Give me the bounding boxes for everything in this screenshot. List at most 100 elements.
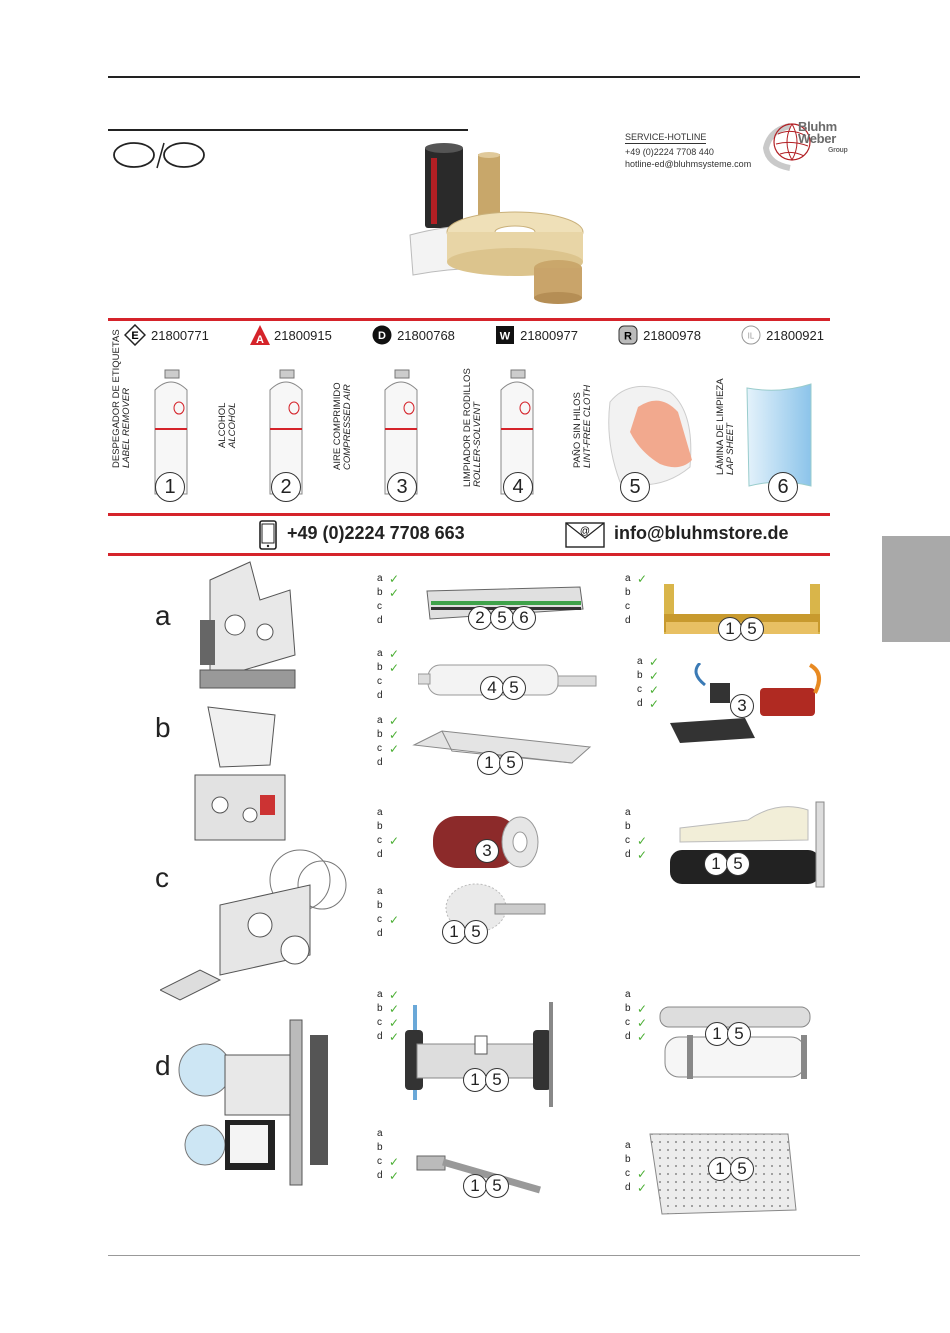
check-row-letter: c [377, 914, 382, 925]
check-row-letter: a [637, 656, 643, 667]
check-row-letter: b [377, 1142, 383, 1153]
svg-text:A: A [256, 334, 264, 346]
check-row-letter: c [377, 676, 382, 687]
svg-text:IL: IL [748, 332, 755, 341]
svg-text:E: E [131, 330, 138, 342]
supply-number-4: 4 [503, 472, 533, 502]
check-row-letter: b [377, 587, 383, 598]
checkmark-icon: ✓ [389, 1169, 400, 1183]
check-row-b: b [625, 820, 657, 834]
product-number-il: 21800921 [766, 327, 824, 343]
check-row-letter: b [625, 821, 631, 832]
square-w-icon: W [496, 326, 515, 344]
check-list: a✓b✓c✓d✓ [637, 655, 669, 711]
checkmark-icon: ✓ [389, 586, 400, 600]
machine-letter-b: b [155, 712, 171, 743]
check-row-d: d [625, 614, 657, 628]
check-row-c: c✓ [377, 834, 409, 848]
check-row-letter: b [625, 587, 631, 598]
checkmark-icon: ✓ [389, 714, 400, 728]
triangle-a-icon: A [250, 325, 271, 346]
ovals-icon [113, 142, 205, 169]
checkmark-icon: ✓ [389, 647, 400, 661]
phone-icon [259, 520, 277, 550]
checkmark-icon: ✓ [649, 655, 660, 669]
spray-can-icon [384, 369, 418, 495]
email-icon: @ [565, 522, 605, 548]
cloth-hand-icon [608, 385, 692, 486]
check-row-b: b✓ [377, 1002, 409, 1016]
check-row-letter: d [377, 1170, 383, 1181]
check-row-c: c✓ [637, 683, 669, 697]
check-row-d: d✓ [625, 848, 657, 862]
rounded-r-icon: R [618, 325, 638, 345]
check-row-d: d [377, 848, 409, 862]
check-row-c: c✓ [625, 834, 657, 848]
check-row-letter: d [377, 849, 383, 860]
check-row-a: a [625, 806, 657, 820]
check-row-letter: c [625, 1168, 630, 1179]
check-row-a: a [625, 988, 657, 1002]
product-number-d: 21800768 [397, 327, 455, 343]
check-row-letter: c [377, 1156, 382, 1167]
check-row-letter: c [625, 601, 630, 612]
check-row-c: c [625, 600, 657, 614]
check-row-a: a [377, 885, 409, 899]
check-row-letter: b [377, 900, 383, 911]
check-row-letter: d [637, 698, 643, 709]
labels-ribbons-illustration [409, 143, 584, 304]
check-row-letter: b [377, 1003, 383, 1014]
check-row-c: c✓ [377, 742, 409, 756]
checkmark-icon: ✓ [637, 848, 648, 862]
check-row-letter: a [377, 886, 383, 897]
check-row-letter: d [377, 928, 383, 939]
check-row-b: b [625, 1153, 657, 1167]
checkmark-icon: ✓ [637, 1002, 648, 1016]
lap-sheet-icon [746, 383, 812, 487]
checkmark-icon: ✓ [389, 572, 400, 586]
spray-can-icon [154, 369, 188, 495]
service-hotline-email: hotline-ed@bluhmsysteme.com [625, 159, 752, 169]
check-row-letter: d [377, 757, 383, 768]
product-w: W 21800977 [495, 325, 578, 345]
check-row-d: d✓ [637, 697, 669, 711]
check-row-letter: a [377, 648, 383, 659]
checkmark-icon: ✓ [637, 1181, 648, 1195]
product-r: R 21800978 [618, 325, 701, 345]
check-row-letter: a [625, 573, 631, 584]
check-row-a: a✓ [377, 647, 409, 661]
checkmark-icon: ✓ [637, 834, 648, 848]
check-row-d: d✓ [625, 1030, 657, 1044]
check-row-c: c [377, 600, 409, 614]
check-row-a: a✓ [377, 714, 409, 728]
machine-letter-a: a [155, 600, 171, 631]
supply-number-6: 6 [768, 472, 798, 502]
liner-guide-illustration [670, 801, 825, 888]
check-row-a: a [625, 1139, 657, 1153]
red-rule-3 [108, 553, 830, 556]
top-rule [108, 76, 860, 78]
check-row-d: d [377, 614, 409, 628]
checkmark-icon: ✓ [637, 1016, 648, 1030]
check-row-b: b✓ [377, 661, 409, 675]
check-row-letter: c [377, 601, 382, 612]
product-number-w: 21800977 [520, 327, 578, 343]
check-list: a✓b✓c✓d✓ [377, 988, 409, 1044]
check-row-letter: a [625, 807, 631, 818]
rewinder-shaft-illustration [405, 1002, 553, 1107]
section-rule [108, 129, 468, 131]
check-row-b: b [625, 586, 657, 600]
check-row-b: b [377, 820, 409, 834]
product-a: A 21800915 [249, 324, 332, 346]
check-row-letter: d [625, 1031, 631, 1042]
supply-number-2: 2 [271, 472, 301, 502]
circle-il-icon: IL [741, 325, 761, 345]
check-row-letter: b [625, 1003, 631, 1014]
